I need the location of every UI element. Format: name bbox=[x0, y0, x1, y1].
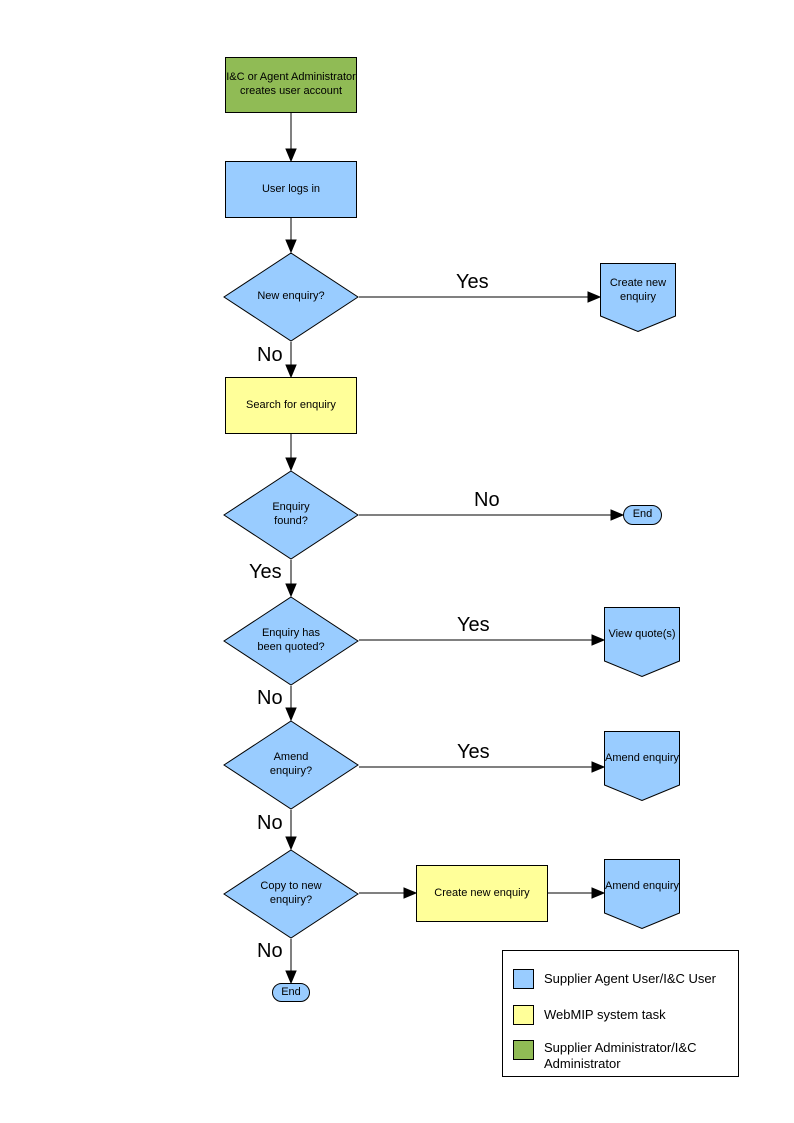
edge-label-yes: Yes bbox=[457, 614, 490, 636]
diamond-shape bbox=[223, 596, 359, 686]
edge-label-no: No bbox=[257, 940, 283, 962]
node-search-for-enquiry: Search for enquiry bbox=[225, 377, 357, 434]
node-label: Create new enquiry bbox=[434, 886, 530, 899]
node-view-quotes-pentagon: View quote(s) bbox=[604, 607, 680, 677]
pentagon-shape bbox=[604, 859, 680, 929]
arrowhead-icon bbox=[403, 887, 418, 899]
legend: Supplier Agent User/I&C User WebMIP syst… bbox=[502, 950, 739, 1077]
diamond-shape bbox=[223, 470, 359, 560]
edge-label-yes: Yes bbox=[249, 561, 282, 583]
arrowhead-icon bbox=[591, 761, 606, 773]
node-label: Amend enquiry? bbox=[269, 751, 313, 777]
arrowhead-icon bbox=[285, 148, 297, 163]
node-label: Enquiry found? bbox=[272, 501, 310, 527]
arrowhead-icon bbox=[591, 887, 606, 899]
node-label: End bbox=[632, 508, 653, 521]
arrowhead-icon bbox=[285, 836, 297, 851]
arrowhead-icon bbox=[285, 583, 297, 598]
node-label: New enquiry? bbox=[257, 290, 325, 303]
legend-label: Supplier Agent User/I&C User bbox=[544, 971, 716, 986]
node-amend-enquiry-pentagon-1: Amend enquiry bbox=[604, 731, 680, 801]
diamond-shape bbox=[223, 849, 359, 939]
pentagon-shape bbox=[604, 731, 680, 801]
node-label: User logs in bbox=[261, 182, 321, 195]
arrowhead-icon bbox=[610, 509, 625, 521]
legend-swatch-user bbox=[513, 969, 534, 989]
decision-enquiry-found: Enquiry found? bbox=[223, 470, 359, 560]
legend-swatch-admin bbox=[513, 1040, 534, 1060]
edge-label-no: No bbox=[257, 344, 283, 366]
arrowhead-icon bbox=[587, 291, 602, 303]
node-admin-creates-account: I&C or Agent Administrator creates user … bbox=[225, 57, 357, 113]
pentagon-shape bbox=[600, 263, 676, 332]
node-create-new-enquiry-pentagon: Create new enquiry bbox=[600, 263, 676, 332]
decision-new-enquiry: New enquiry? bbox=[223, 252, 359, 342]
edge-label-no: No bbox=[257, 812, 283, 834]
legend-swatch-system bbox=[513, 1005, 534, 1025]
node-label: Search for enquiry bbox=[246, 398, 336, 411]
diamond-shape bbox=[223, 252, 359, 342]
node-label: Amend enquiry bbox=[605, 751, 679, 764]
node-label: End bbox=[281, 985, 301, 998]
edge-label-no: No bbox=[474, 489, 500, 511]
arrowhead-icon bbox=[285, 239, 297, 254]
node-label: I&C or Agent Administrator creates user … bbox=[226, 71, 356, 97]
node-end-bottom: End bbox=[272, 983, 310, 1002]
node-amend-enquiry-pentagon-2: Amend enquiry bbox=[604, 859, 680, 929]
arrowhead-icon bbox=[285, 364, 297, 379]
node-label: Enquiry has been quoted? bbox=[257, 627, 325, 653]
diamond-shape bbox=[223, 720, 359, 810]
edge-label-yes: Yes bbox=[456, 271, 489, 293]
node-user-logs-in: User logs in bbox=[225, 161, 357, 218]
node-label: Copy to new enquiry? bbox=[260, 880, 322, 906]
pentagon-shape bbox=[604, 607, 680, 677]
arrowhead-icon bbox=[285, 457, 297, 472]
arrowhead-icon bbox=[591, 634, 606, 646]
decision-amend-enquiry: Amend enquiry? bbox=[223, 720, 359, 810]
legend-label: Supplier Administrator/I&C Administrator bbox=[544, 1040, 697, 1071]
legend-label: WebMIP system task bbox=[544, 1007, 666, 1022]
decision-enquiry-quoted: Enquiry has been quoted? bbox=[223, 596, 359, 686]
edge-label-yes: Yes bbox=[457, 741, 490, 763]
node-create-new-enquiry-task: Create new enquiry bbox=[416, 865, 548, 922]
arrowhead-icon bbox=[285, 970, 297, 985]
arrowhead-icon bbox=[285, 707, 297, 722]
edge-label-no: No bbox=[257, 687, 283, 709]
node-label: View quote(s) bbox=[608, 627, 676, 640]
node-end-top: End bbox=[623, 505, 662, 525]
decision-copy-to-new-enquiry: Copy to new enquiry? bbox=[223, 849, 359, 939]
node-label: Create new enquiry bbox=[609, 276, 667, 303]
node-label: Amend enquiry bbox=[605, 879, 679, 892]
